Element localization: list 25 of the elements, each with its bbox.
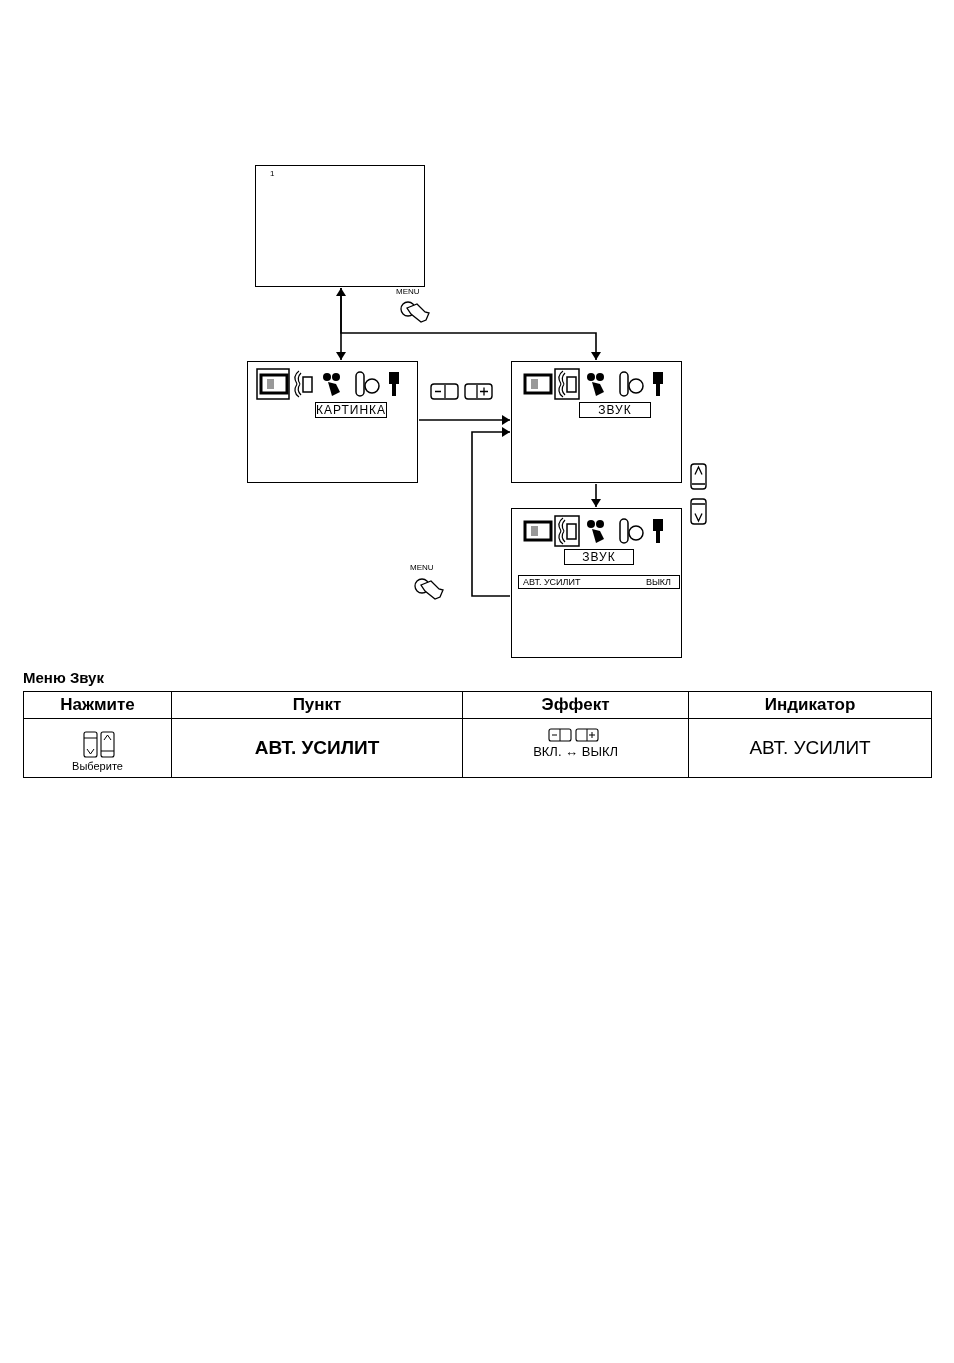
- channel-number: 1: [270, 169, 275, 178]
- effect-text: ВКЛ. ↔ ВЫКЛ: [532, 744, 620, 759]
- screen-box: [247, 361, 418, 483]
- arrow: [418, 415, 511, 425]
- menu-title: ЗВУК: [579, 402, 651, 418]
- arrow: [471, 427, 511, 597]
- arrow: [340, 287, 601, 361]
- menu-title: ЗВУК: [564, 549, 634, 565]
- menu-label: MENU: [410, 563, 434, 572]
- setting-value: ВЫКЛ: [645, 576, 671, 588]
- item-name: АВТ. УСИЛИТ: [171, 718, 463, 778]
- column-header: Нажмите: [23, 691, 172, 719]
- column-header: Эффект: [462, 691, 689, 719]
- arrow: [591, 483, 601, 508]
- screen-box: [255, 165, 425, 287]
- menu-title: КАРТИНКА: [315, 402, 387, 418]
- column-header: Индикатор: [688, 691, 932, 719]
- column-header: Пункт: [171, 691, 463, 719]
- screen-box: [511, 361, 682, 483]
- setting-name: АВТ. УСИЛИТ: [523, 576, 581, 588]
- arrow: [336, 287, 346, 361]
- caption-text: Выберите: [71, 760, 124, 772]
- indicator-text: АВТ. УСИЛИТ: [688, 718, 932, 778]
- screen-box: [511, 508, 682, 658]
- table-title: Меню Звук: [23, 669, 104, 686]
